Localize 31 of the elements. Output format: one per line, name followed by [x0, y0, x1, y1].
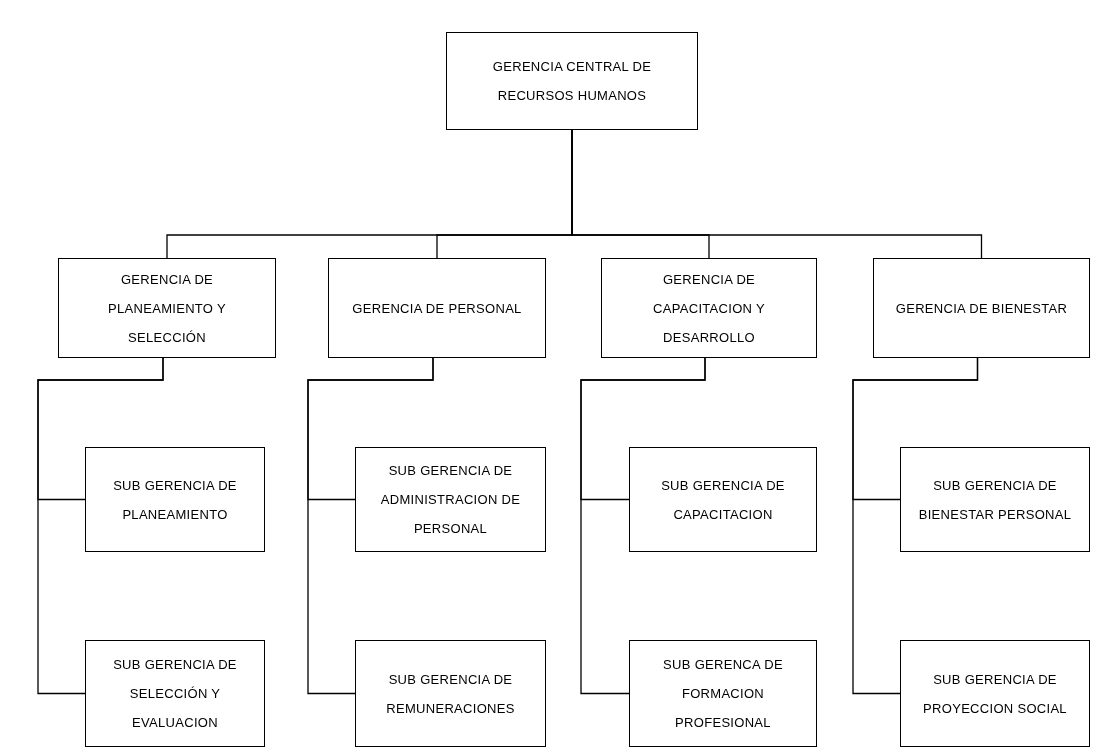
org-title: SUB GERENCIA DE ADMINISTRACION DE PERSONAL: [379, 462, 522, 538]
org-box: [629, 640, 817, 747]
org-title: GERENCIA DE BIENESTAR: [895, 299, 1068, 318]
connector-line: [852, 357, 979, 695]
org-box: [873, 258, 1090, 358]
org-title: SUB GERENCIA DE PLANEAMIENTO: [112, 476, 238, 524]
org-title: SUB GERENCIA DE CAPACITACION: [660, 476, 786, 524]
org-title: GERENCIA CENTRAL DE RECURSOS HUMANOS: [491, 58, 653, 105]
connector-line: [571, 129, 983, 259]
org-box: [900, 640, 1090, 747]
org-title: SUB GERENCIA DE BIENESTAR PERSONAL: [917, 476, 1073, 524]
org-title: SUB GERENCIA DE SELECCIÓN Y EVALUACION: [112, 656, 238, 732]
org-box: [85, 640, 265, 747]
org-box: [58, 258, 276, 358]
connector-line: [307, 357, 434, 695]
org-title: GERENCIA DE PLANEAMIENTO Y SELECCIÓN: [107, 270, 227, 347]
org-box: [85, 447, 265, 552]
connector-line: [37, 357, 164, 695]
org-box: [900, 447, 1090, 552]
org-box: [328, 258, 546, 358]
org-box: [629, 447, 817, 552]
org-title: SUB GERENCIA DE PROYECCION SOCIAL: [922, 670, 1068, 718]
org-title: SUB GERENCA DE FORMACION PROFESIONAL: [662, 656, 784, 732]
org-title: SUB GERENCIA DE REMUNERACIONES: [385, 670, 516, 718]
org-box: [355, 447, 546, 552]
org-title: GERENCIA DE CAPACITACION Y DESARROLLO: [652, 270, 766, 347]
org-title: GERENCIA DE PERSONAL: [352, 299, 522, 318]
org-box: [601, 258, 817, 358]
org-box: [355, 640, 546, 747]
org-box: [446, 32, 698, 130]
connector-line: [580, 357, 706, 695]
